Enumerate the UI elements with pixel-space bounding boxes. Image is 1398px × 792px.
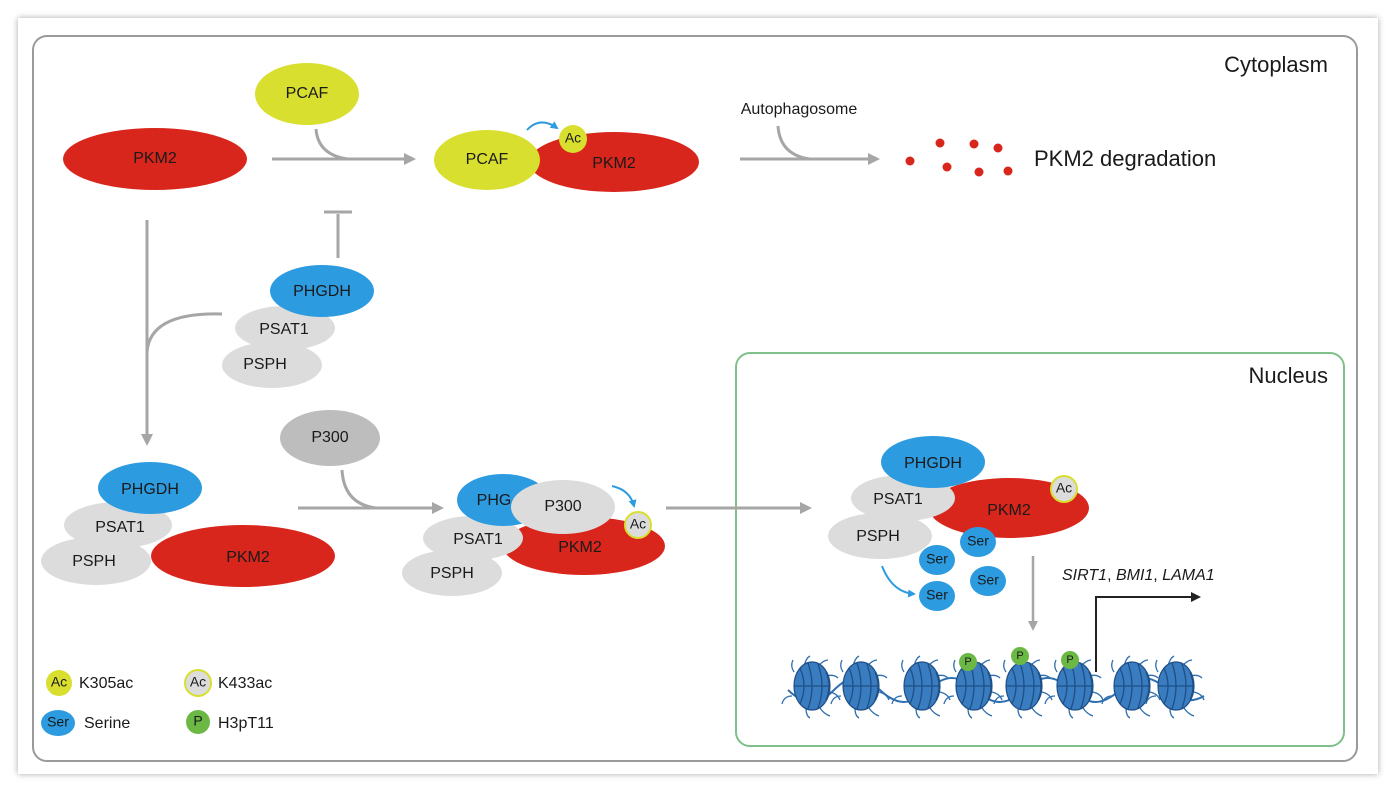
cytoplasm-label: Cytoplasm (1224, 52, 1328, 77)
psph-bm (402, 550, 502, 596)
pcaf-free (255, 63, 359, 125)
p300-bound-label: P300 (544, 498, 581, 515)
cytoplasm-box (32, 35, 1358, 762)
pkm2-nucleus (929, 478, 1089, 538)
legend-h3pt11-icon (186, 710, 210, 734)
k305ac-mark-label: Ac (565, 130, 581, 146)
legend-k433ac-icon (184, 669, 212, 697)
psph-mid (222, 342, 322, 388)
psph-bm-label: PSPH (430, 565, 474, 582)
k433ac-mark-nucleus-label: Ac (1056, 480, 1072, 496)
psph-mid-label: PSPH (243, 356, 287, 373)
psph-nucleus (828, 513, 932, 559)
svg-text:P: P (1066, 654, 1073, 666)
p300-acetyl-transfer (611, 485, 637, 508)
legend: Ac K305ac Ac K433ac Ser Serine P H3pT11 (41, 669, 274, 736)
pcaf-bound (434, 130, 540, 190)
phgdh-nucleus (881, 436, 985, 488)
pkm2-bottom-mid-label: PKM2 (558, 539, 602, 556)
k433ac-mark-nucleus (1050, 475, 1078, 503)
h3pt11-marks: P P P (959, 647, 1079, 671)
svg-text:Ser: Ser (926, 551, 948, 567)
p300-free (280, 410, 380, 466)
transcription-arrow (1095, 592, 1201, 672)
psat1-bm-label: PSAT1 (453, 531, 503, 548)
degradation-label: PKM2 degradation (1034, 146, 1216, 171)
serine-release-arrow (881, 565, 916, 598)
pkm2-complex-top-label: PKM2 (592, 155, 636, 172)
pcaf-bound-label: PCAF (466, 151, 509, 168)
svg-text:P: P (193, 713, 202, 729)
svg-text:Ac: Ac (190, 674, 206, 690)
complex-input-curve (145, 312, 223, 353)
legend-k305ac: K305ac (79, 675, 133, 692)
figure-frame (18, 18, 1378, 774)
svg-text:Ser: Ser (47, 714, 69, 730)
nucleus-label: Nucleus (1249, 363, 1328, 388)
svg-text:P: P (1016, 650, 1023, 662)
p300-free-label: P300 (311, 429, 348, 446)
degradation-fragments (905, 138, 1013, 177)
svg-text:Ser: Ser (967, 533, 989, 549)
target-genes: SIRT1, BMI1, LAMA1 (1062, 567, 1215, 584)
pcaf-input-curve (314, 128, 349, 161)
nucleosomes (781, 655, 1205, 719)
p300-input-curve (340, 469, 377, 510)
serine-molecules: Ser Ser Ser Ser (919, 527, 1006, 611)
phgdh-nucleus-label: PHGDH (904, 455, 962, 472)
phgdh-bl (98, 462, 202, 514)
svg-text:Ac: Ac (51, 674, 67, 690)
psat1-nucleus-label: PSAT1 (873, 491, 923, 508)
psat1-mid (235, 306, 335, 350)
pkm2-bottom-left-label: PKM2 (226, 549, 270, 566)
phgdh-bm-label: PHG (477, 492, 512, 509)
k433ac-mark-mid (624, 511, 652, 539)
pcaf-acetyl-transfer (526, 121, 559, 131)
psph-nucleus-label: PSPH (856, 528, 900, 545)
legend-h3pt11: H3pT11 (218, 715, 274, 732)
p300-bound (511, 480, 615, 534)
legend-k305ac-icon (46, 670, 72, 696)
svg-text:Ser: Ser (926, 587, 948, 603)
psat1-mid-label: PSAT1 (259, 321, 309, 338)
phgdh-bl-label: PHGDH (121, 481, 179, 498)
legend-k433ac: K433ac (218, 675, 272, 692)
nucleus-box (735, 352, 1345, 747)
pcaf-free-label: PCAF (286, 85, 329, 102)
psat1-bm (423, 516, 523, 560)
psph-bl (41, 537, 151, 585)
phgdh-mid (270, 265, 374, 317)
pkm2-free-label: PKM2 (133, 150, 177, 167)
svg-text:Ser: Ser (977, 572, 999, 588)
svg-text:P: P (964, 656, 971, 668)
legend-serine-icon (41, 710, 75, 736)
psat1-bl-label: PSAT1 (95, 519, 145, 536)
pkm2-bottom-left (151, 525, 335, 587)
phgdh-mid-label: PHGDH (293, 283, 351, 300)
autophagosome-label: Autophagosome (741, 101, 858, 118)
k305ac-mark (559, 125, 587, 153)
autophagosome-curve (776, 125, 811, 161)
pkm2-free (63, 128, 247, 190)
pkm2-nucleus-label: PKM2 (987, 502, 1031, 519)
legend-serine: Serine (84, 715, 130, 732)
k433ac-mark-mid-label: Ac (630, 516, 646, 532)
psph-bl-label: PSPH (72, 553, 116, 570)
